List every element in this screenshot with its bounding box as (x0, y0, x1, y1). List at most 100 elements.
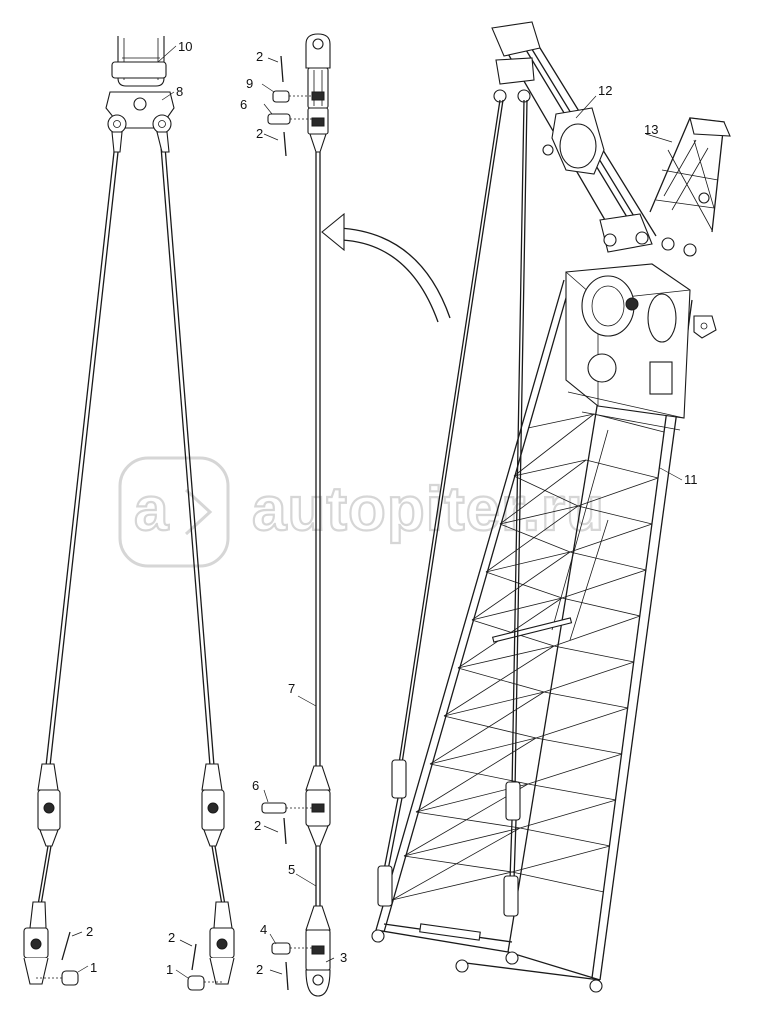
left-pendant-rod-a (45, 133, 117, 767)
strut-foot-eye-right (635, 231, 649, 245)
boom-lattice-horizontals (391, 413, 595, 901)
boom-head-port (587, 353, 617, 383)
watermark-logo-letter: a (134, 475, 169, 544)
leader-9 (261, 83, 275, 93)
callout-labels: 10 8 2 9 6 2 12 13 11 7 6 2 5 2 1 2 1 4 … (86, 39, 698, 977)
right-pin-1 (187, 975, 205, 991)
arrow-inner-curve (341, 239, 439, 323)
leader-6b (263, 789, 269, 803)
boom-pendant-right (511, 99, 528, 791)
boom-head-shaft (625, 297, 639, 311)
leader-2f (269, 969, 283, 975)
top-eye-hole (312, 38, 324, 50)
arrow-head (321, 212, 345, 252)
pin-6-mid (261, 802, 287, 814)
left-bottom-socket (29, 901, 47, 929)
left-mid-socket-lower (39, 829, 59, 847)
callout-8: 8 (176, 84, 183, 99)
left-pendant-rod-b (49, 133, 121, 767)
right-bottom-socket (213, 901, 233, 929)
pin-9 (272, 90, 290, 103)
top-link-pin-9 (311, 91, 325, 101)
boom-pendant-right-clevis (503, 875, 519, 917)
leader-lines (71, 45, 683, 979)
strut-side-eye (542, 144, 554, 156)
callout-11: 11 (684, 472, 698, 487)
callout-5: 5 (288, 862, 295, 877)
boom-head-lower-brace (567, 391, 685, 431)
right-mid-socket (201, 763, 223, 791)
left-mid-pin (43, 802, 55, 814)
boom-foot-brace-b (457, 961, 601, 981)
boom-pendant-right-link (505, 781, 521, 821)
boom-assembly (371, 21, 731, 993)
right-pendant-rod-b (163, 133, 215, 767)
callout-2-right: 2 (168, 930, 175, 945)
left-bottom-pin-hole (30, 938, 42, 950)
leader-1b (175, 969, 189, 979)
pin-4 (271, 942, 291, 955)
cotter-pin-2-mid (283, 817, 287, 845)
left-pin-1 (61, 970, 79, 986)
boom-inner-strut (491, 617, 573, 643)
cotter-pin-2-upper (283, 131, 287, 157)
callout-3: 3 (340, 950, 347, 965)
boom-pendant-left-lower (383, 797, 403, 871)
bottom-eye-hole (312, 974, 324, 986)
callout-2-mid: 2 (254, 818, 261, 833)
boom-left-chord-front-b (383, 283, 571, 933)
leader-2a (267, 57, 279, 63)
boom-left-chord-front (375, 279, 565, 931)
boom-head-bracket (693, 315, 717, 339)
watermark-logo-frame (118, 456, 230, 568)
leader-8 (161, 91, 175, 101)
leader-12 (575, 95, 597, 119)
strut-top-plate (495, 57, 535, 85)
boom-head-bracket-hole (700, 322, 708, 330)
jib-frame-tip (689, 117, 731, 137)
callout-10: 10 (178, 39, 192, 54)
jib-frame-eye (698, 192, 710, 204)
boom-foot-strut (419, 923, 481, 941)
leader-1a (77, 965, 89, 973)
boom-head-window (649, 361, 673, 395)
boom-pendant-left-link (391, 759, 407, 799)
boom-head-sheave-2 (647, 293, 677, 343)
leader-2e (179, 939, 193, 947)
jib-foot-eye-right (683, 243, 697, 257)
bottom-socket (305, 905, 331, 931)
equalizer-left-eye (107, 114, 127, 134)
callout-2-left: 2 (86, 924, 93, 939)
top-socket (309, 133, 327, 153)
right-mid-pin (207, 802, 219, 814)
jib-foot-eye-left (661, 237, 675, 251)
boom-pendant-left-clevis (377, 865, 393, 907)
top-link-pin-6 (311, 117, 325, 127)
boom-right-face-diagonals (511, 477, 659, 873)
boom-inner-rods (551, 429, 609, 641)
right-rod-top-socket (156, 131, 170, 153)
boom-foot-lug-4 (589, 979, 603, 993)
callout-2-bottom: 2 (256, 962, 263, 977)
leader-13 (645, 133, 673, 143)
rotation-arrow (321, 212, 451, 323)
arrow-outer-curve (337, 227, 451, 319)
callout-7: 7 (288, 681, 295, 696)
bottom-link-pin (311, 945, 325, 955)
callout-1-left: 1 (90, 960, 97, 975)
callout-9: 9 (246, 76, 253, 91)
jib-frame-lattice (655, 139, 719, 231)
mid-socket-upper (305, 765, 331, 791)
mid-socket-lower (307, 825, 329, 847)
boom-inner-chord (507, 387, 601, 953)
equalizer-right-eye-pin (158, 120, 166, 128)
boom-pendant-left (397, 99, 504, 771)
cotter-pin-2-bottom (285, 961, 289, 991)
callout-1-right: 1 (166, 962, 173, 977)
callout-2-upper: 2 (256, 126, 263, 141)
strut-sheave (559, 123, 597, 169)
boom-foot-lug-1 (371, 929, 385, 943)
pendant-rod-5 (315, 846, 321, 906)
pin-6-top (267, 113, 291, 125)
